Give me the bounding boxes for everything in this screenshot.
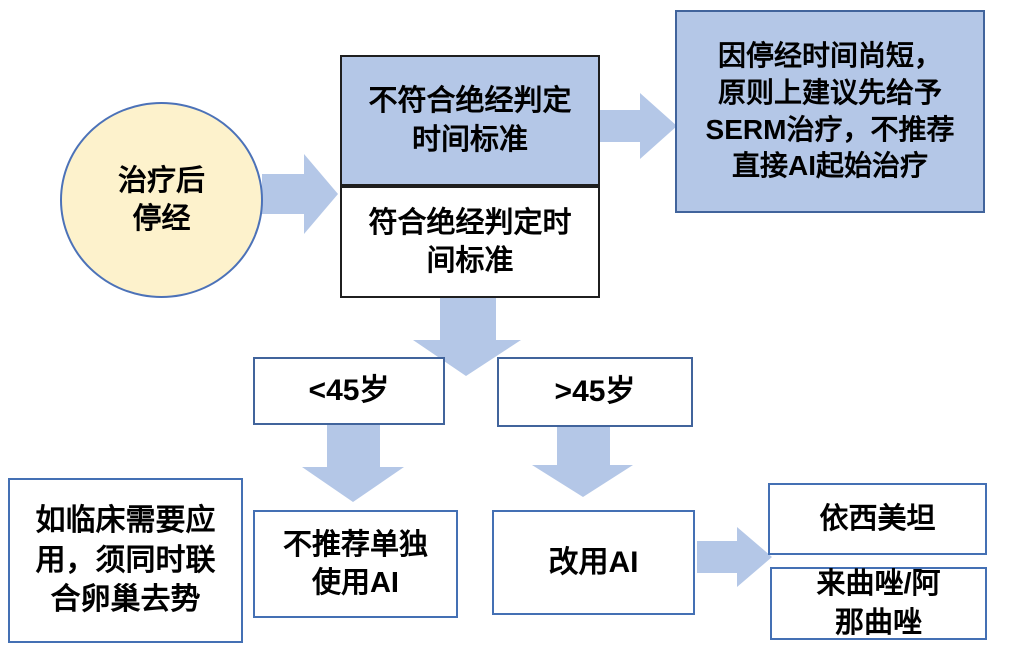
- box-serm-recommendation: 因停经时间尚短， 原则上建议先给予 SERM治疗，不推荐 直接AI起始治疗: [675, 10, 985, 213]
- box-no-ai-monotherapy: 不推荐单独 使用AI: [253, 510, 458, 618]
- box-exemestane: 依西美坦: [768, 483, 987, 555]
- arrow-over45-down: [532, 427, 633, 497]
- box-ovarian-label: 如临床需要应 用，须同时联 合卵巢去势: [35, 504, 216, 617]
- box-over-45-label: >45岁: [554, 375, 636, 409]
- start-node-label: 治疗后 停经: [117, 164, 205, 235]
- box-not-meet-menopause-criteria: 不符合绝经判定 时间标准: [340, 55, 600, 186]
- start-node-menopause-after-treatment: 治疗后 停经: [60, 102, 263, 298]
- box-meet-label: 符合绝经判定时 间标准: [368, 206, 572, 277]
- box-no-ai-monotherapy-label: 不推荐单独 使用AI: [282, 528, 428, 599]
- box-switch-to-ai-label: 改用AI: [548, 545, 639, 579]
- arrow-notmeet-to-serm: [600, 93, 677, 159]
- box-exemestane-label: 依西美坦: [819, 502, 936, 535]
- arrow-start-to-criteria: [262, 154, 338, 234]
- box-under-45-label: <45岁: [308, 374, 390, 408]
- arrow-switchai-to-drugs: [697, 527, 772, 587]
- box-ovarian-suppression-note: 如临床需要应 用，须同时联 合卵巢去势: [8, 478, 243, 643]
- box-serm-label: 因停经时间尚短， 原则上建议先给予 SERM治疗，不推荐 直接AI起始治疗: [705, 39, 955, 182]
- arrow-meet-to-age-split: [413, 297, 521, 376]
- box-letrozole-anastrozole: 来曲唑/阿 那曲唑: [770, 567, 987, 640]
- box-under-45-years: <45岁: [253, 357, 445, 425]
- box-not-meet-label: 不符合绝经判定 时间标准: [368, 85, 572, 156]
- box-over-45-years: >45岁: [497, 357, 693, 427]
- box-meet-menopause-criteria: 符合绝经判定时 间标准: [340, 186, 600, 298]
- box-letrozole-anastrozole-label: 来曲唑/阿 那曲唑: [816, 568, 941, 639]
- arrow-under45-down: [302, 425, 404, 502]
- box-switch-to-ai: 改用AI: [492, 510, 695, 615]
